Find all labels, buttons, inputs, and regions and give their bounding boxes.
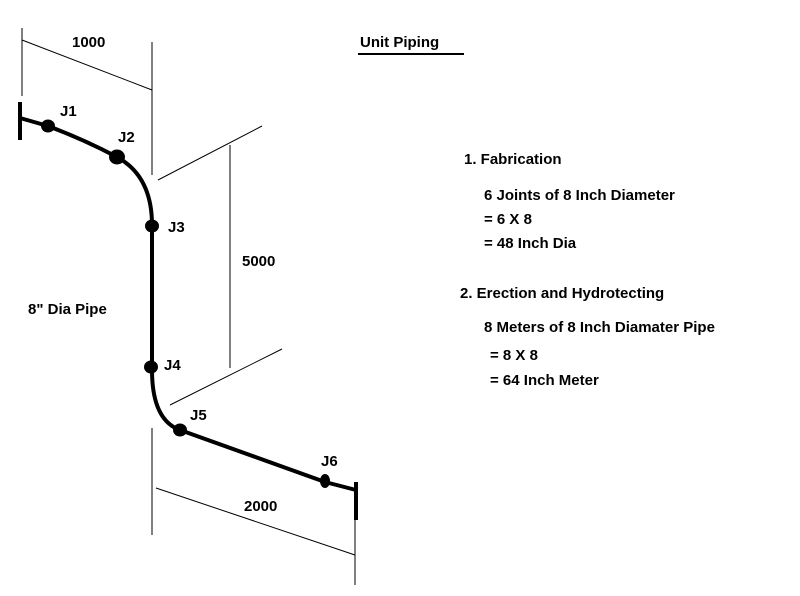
- dimension-label-1000: 1000: [72, 34, 105, 51]
- dimension-label-2000: 2000: [244, 498, 277, 515]
- erection-line-1: 8 Meters of 8 Inch Diamater Pipe: [484, 319, 715, 336]
- joint-j4: [144, 360, 158, 374]
- joint-label-j3: J3: [168, 219, 185, 236]
- joint-j6: [320, 474, 330, 488]
- joint-j2: [109, 149, 125, 165]
- pipe-route: [18, 116, 358, 492]
- erection-heading: 2. Erection and Hydrotecting: [460, 285, 665, 302]
- joint-j5: [173, 423, 187, 437]
- pipe-label: 8" Dia Pipe: [28, 301, 107, 318]
- joint-j1: [41, 119, 55, 133]
- fabrication-line-1: 6 Joints of 8 Inch Diameter: [484, 187, 675, 204]
- joint-label-j6: J6: [321, 453, 338, 470]
- joint-label-j4: J4: [164, 357, 181, 374]
- joint-label-j1: J1: [60, 103, 77, 120]
- dimension-label-5000: 5000: [242, 253, 275, 270]
- dimension-2000: [151, 428, 356, 585]
- fabrication-line-2: = 6 X 8: [484, 211, 532, 228]
- dimension-5000: [157, 125, 283, 406]
- fabrication-heading: 1. Fabrication: [464, 151, 562, 168]
- joint-label-j2: J2: [118, 129, 135, 146]
- diagram-title: Unit Piping: [360, 34, 439, 51]
- joint-label-j5: J5: [190, 407, 207, 424]
- dimension-1000: [21, 28, 153, 175]
- joint-j3: [145, 219, 159, 233]
- erection-line-2: = 8 X 8: [490, 347, 538, 364]
- fabrication-line-3: = 48 Inch Dia: [484, 235, 577, 252]
- erection-line-3: = 64 Inch Meter: [490, 372, 599, 389]
